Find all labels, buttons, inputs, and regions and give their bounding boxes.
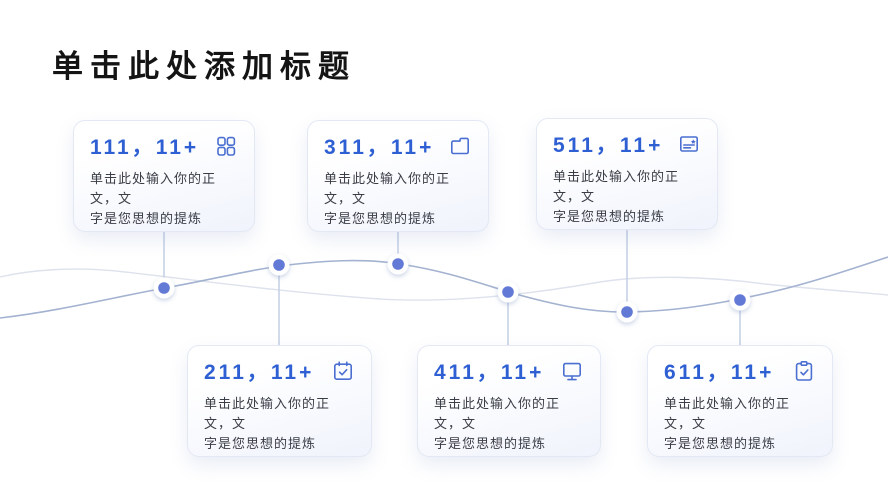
card-title: 411，11+ bbox=[434, 361, 545, 384]
card-411[interactable]: 411，11+ 单击此处输入你的正文，文 字是您思想的提炼 bbox=[417, 345, 601, 457]
card-311[interactable]: 311，11+ 单击此处输入你的正文，文 字是您思想的提炼 bbox=[307, 120, 489, 232]
folder-icon bbox=[448, 134, 472, 158]
timeline-node-3 bbox=[387, 253, 409, 275]
monitor-icon bbox=[560, 359, 584, 383]
card-511[interactable]: 511，11+ 单击此处输入你的正文，文 字是您思想的提炼 bbox=[536, 118, 718, 230]
card-title: 111，11+ bbox=[90, 136, 200, 159]
timeline-node-6 bbox=[729, 289, 751, 311]
card-title: 311，11+ bbox=[324, 136, 435, 159]
card-body: 单击此处输入你的正文，文 字是您思想的提炼 bbox=[434, 396, 561, 451]
clipboard-check-icon bbox=[792, 359, 816, 383]
timeline-node-5 bbox=[616, 301, 638, 323]
card-211[interactable]: 211，11+ 单击此处输入你的正文，文 字是您思想的提炼 bbox=[187, 345, 372, 457]
timeline-wave-secondary bbox=[0, 268, 888, 301]
card-title: 211，11+ bbox=[204, 361, 315, 384]
card-body: 单击此处输入你的正文，文 字是您思想的提炼 bbox=[90, 171, 217, 226]
slide-title[interactable]: 单击此处添加标题 bbox=[52, 49, 356, 84]
card-title: 611，11+ bbox=[664, 361, 775, 384]
timeline-node-2 bbox=[268, 254, 290, 276]
card-body: 单击此处输入你的正文，文 字是您思想的提炼 bbox=[664, 396, 791, 451]
calendar-check-icon bbox=[331, 359, 355, 383]
card-body: 单击此处输入你的正文，文 字是您思想的提炼 bbox=[204, 396, 331, 451]
card-body: 单击此处输入你的正文，文 字是您思想的提炼 bbox=[553, 169, 680, 224]
timeline-node-4 bbox=[497, 281, 519, 303]
timeline-node-1 bbox=[153, 277, 175, 299]
grid-icon bbox=[214, 134, 238, 158]
certificate-icon bbox=[677, 132, 701, 156]
card-111[interactable]: 111，11+ 单击此处输入你的正文，文 字是您思想的提炼 bbox=[73, 120, 255, 232]
card-title: 511，11+ bbox=[553, 134, 664, 157]
card-body: 单击此处输入你的正文，文 字是您思想的提炼 bbox=[324, 171, 451, 226]
card-611[interactable]: 611，11+ 单击此处输入你的正文，文 字是您思想的提炼 bbox=[647, 345, 833, 457]
timeline-wave-main bbox=[0, 256, 888, 319]
